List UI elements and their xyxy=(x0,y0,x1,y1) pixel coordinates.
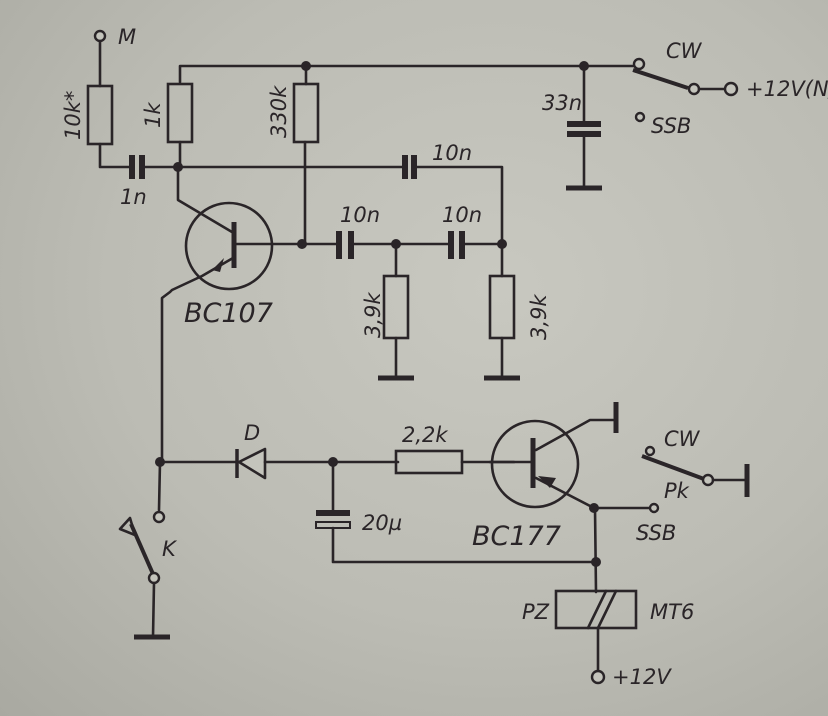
resistor-3k9-a xyxy=(378,242,414,381)
terminal-m-label: M xyxy=(118,25,136,49)
diode-d xyxy=(155,447,400,480)
relay-mt6-label: MT6 xyxy=(650,600,694,624)
terminal-12v-n[interactable] xyxy=(723,81,739,97)
supply-12v-n-label: +12V(N) xyxy=(746,77,828,101)
resistor-330k-label: 330k xyxy=(267,85,291,138)
capacitor-10n-a xyxy=(300,231,451,259)
switch-top-ssb-label: SSB xyxy=(651,114,691,138)
supply-12v-label: +12V xyxy=(612,665,672,689)
switch-top-cw-label: CW xyxy=(666,39,703,63)
capacitor-1n-label: 1n xyxy=(120,185,147,209)
key-switch-k[interactable] xyxy=(118,460,170,640)
resistor-3k9-b xyxy=(484,242,520,381)
resistor-1k xyxy=(166,82,194,172)
key-k-label: K xyxy=(162,537,178,561)
capacitor-10n-b-label: 10n xyxy=(442,203,482,227)
top-rail-wire xyxy=(178,61,642,84)
resistor-330k xyxy=(292,64,320,244)
terminal-m[interactable] xyxy=(93,29,107,43)
capacitor-1n xyxy=(129,155,180,179)
resistor-1k-label: 1k xyxy=(141,102,165,128)
capacitor-10n-b xyxy=(448,231,507,259)
terminal-12v[interactable] xyxy=(590,669,606,685)
resistor-3k9-b-label: 3,9k xyxy=(527,294,551,340)
switch-pk-ssb-label: SSB xyxy=(636,521,676,545)
capacitor-20u-label: 20µ xyxy=(362,511,402,535)
capacitor-10n-top xyxy=(176,155,504,244)
transistor-bc177-label: BC177 xyxy=(472,521,561,552)
transistor-bc177 xyxy=(488,402,660,594)
resistor-10k-label: 10k* xyxy=(61,91,85,140)
resistor-3k9-a-label: 3,9k xyxy=(361,292,385,338)
resistor-10k xyxy=(86,29,134,169)
switch-cw-ssb-top[interactable] xyxy=(632,57,739,123)
capacitor-20u xyxy=(315,460,601,567)
switch-pk[interactable] xyxy=(641,445,750,497)
capacitor-10n-top-label: 10n xyxy=(432,141,472,165)
relay-coil-mt6 xyxy=(554,589,638,685)
switch-pk-label: Pk xyxy=(664,479,690,503)
relay-pz-label: PZ xyxy=(522,600,550,624)
switch-pk-cw-label: CW xyxy=(664,427,701,451)
resistor-2k2-label: 2,2k xyxy=(402,423,448,447)
capacitor-33n-label: 33n xyxy=(542,91,582,115)
capacitor-33n xyxy=(566,64,602,191)
diode-d-label: D xyxy=(244,421,260,445)
transistor-bc107-label: BC107 xyxy=(184,298,273,329)
capacitor-10n-a-label: 10n xyxy=(340,203,380,227)
